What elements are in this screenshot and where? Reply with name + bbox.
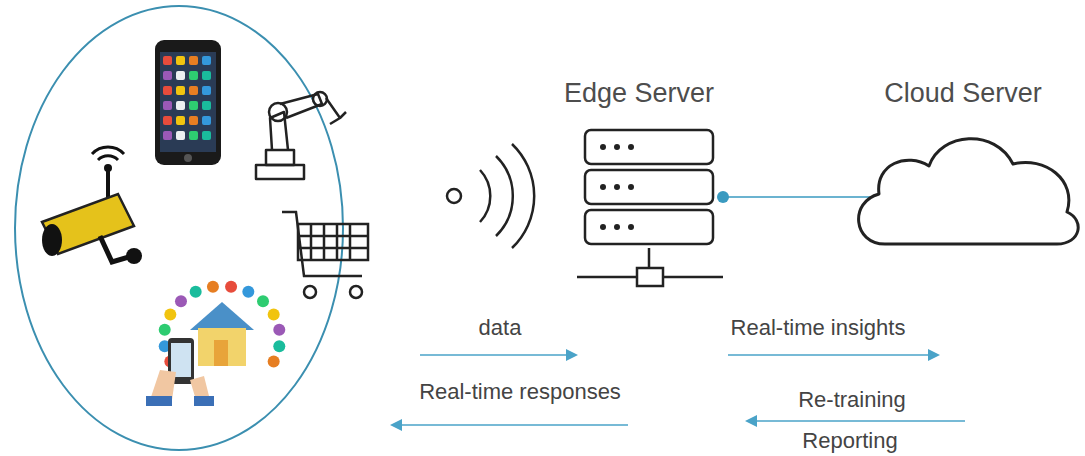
phone-icon bbox=[155, 40, 221, 165]
wireless-icon bbox=[447, 144, 534, 248]
flow-label: Real-time insights bbox=[731, 315, 906, 341]
flow-label: data bbox=[479, 315, 522, 341]
node-heading: Edge Server bbox=[555, 78, 723, 109]
device-circle bbox=[15, 6, 343, 450]
robot-arm-icon bbox=[256, 92, 346, 179]
edge-server-node: Edge Server bbox=[555, 72, 723, 297]
cart-icon bbox=[282, 212, 368, 298]
flow-label: Reporting bbox=[802, 428, 897, 454]
cloud-server-node: Cloud Server bbox=[893, 72, 1073, 252]
smart-home-icon bbox=[146, 281, 285, 406]
camera-icon bbox=[42, 147, 142, 264]
node-heading: Cloud Server bbox=[853, 78, 1073, 109]
flow-label: Real-time responses bbox=[419, 379, 621, 405]
flow-arrows bbox=[390, 349, 965, 431]
flow-label: Re-training bbox=[798, 387, 906, 413]
